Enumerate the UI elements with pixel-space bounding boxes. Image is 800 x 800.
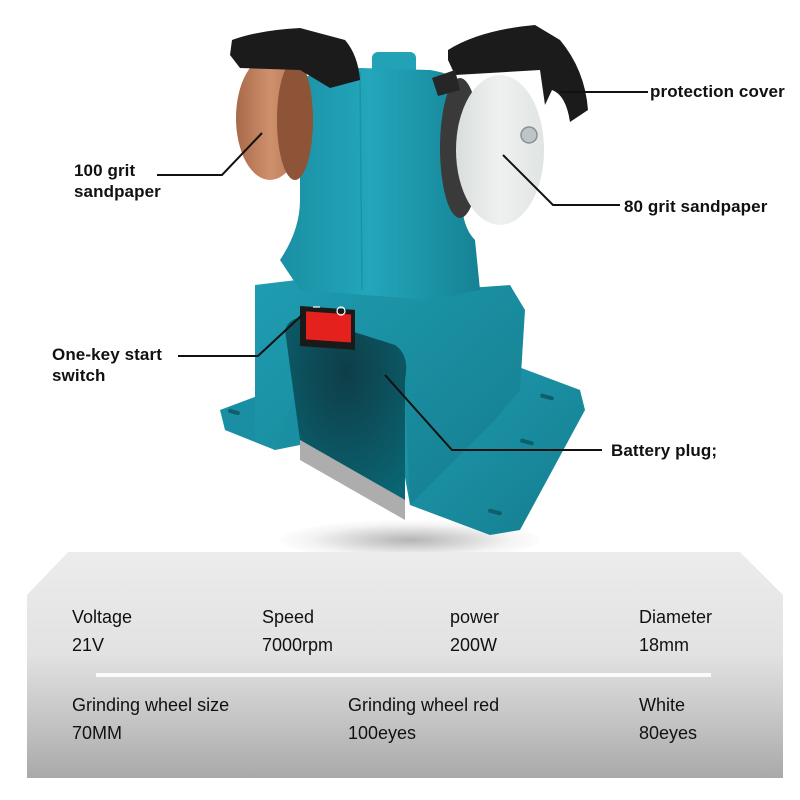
spec-divider [96, 673, 711, 677]
callout-protection-cover: protection cover [650, 81, 785, 102]
base [220, 270, 585, 535]
spec-wheel-white: White 80eyes [639, 691, 697, 747]
spec-wheel-size: Grinding wheel size 70MM [72, 691, 229, 747]
grinding-wheel-white [440, 75, 544, 225]
spec-voltage: Voltage 21V [72, 603, 132, 659]
bench-grinder-image [157, 25, 648, 535]
callout-battery-plug: Battery plug; [611, 440, 717, 461]
spec-wheel-red: Grinding wheel red 100eyes [348, 691, 499, 747]
spec-value: 80eyes [639, 723, 698, 743]
spec-label: Speed [262, 607, 315, 627]
spec-label: Voltage [72, 607, 133, 627]
spec-value: 200W [450, 635, 498, 655]
callout-text: 80 grit sandpaper [624, 197, 768, 216]
spec-diameter: Diameter 18mm [639, 603, 712, 659]
spec-value: 70MM [72, 723, 123, 743]
grinding-wheel-red [236, 56, 313, 180]
callout-switch: One-key start switch [52, 344, 162, 386]
callout-80-grit: 80 grit sandpaper [624, 196, 767, 217]
power-switch [300, 305, 355, 350]
spec-value: 18mm [639, 635, 690, 655]
spec-label: power [450, 607, 500, 627]
callout-text: 100 grit [74, 161, 136, 180]
leader-lines [157, 91, 648, 451]
spec-label: Grinding wheel size [72, 695, 230, 715]
spec-panel [27, 552, 783, 778]
motor-housing [280, 52, 480, 300]
spec-label: White [639, 695, 686, 715]
protection-cover-left [230, 28, 360, 88]
callout-text: One-key start [52, 345, 162, 364]
callout-text: protection cover [650, 82, 785, 101]
spec-label: Grinding wheel red [348, 695, 500, 715]
spec-value: 7000rpm [262, 635, 334, 655]
spec-value: 100eyes [348, 723, 417, 743]
callout-100-grit: 100 grit sandpaper [74, 160, 161, 202]
callout-text: Battery plug; [611, 441, 718, 460]
spec-value: 21V [72, 635, 105, 655]
protection-cover-right [448, 25, 588, 122]
spec-label: Diameter [639, 607, 713, 627]
spec-speed: Speed 7000rpm [262, 603, 333, 659]
callout-text: sandpaper [74, 182, 161, 201]
callout-text: switch [52, 366, 106, 385]
spec-power: power 200W [450, 603, 499, 659]
